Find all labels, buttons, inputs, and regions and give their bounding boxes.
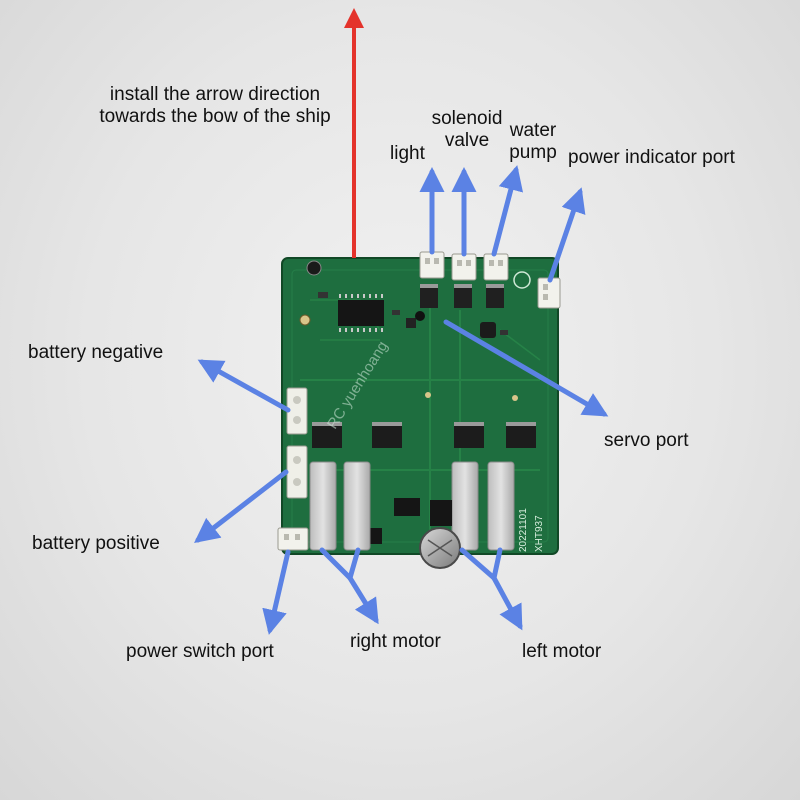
install-direction-label: install the arrow direction towards the … xyxy=(72,84,358,128)
install-direction-line2: towards the bow of the ship xyxy=(72,106,358,128)
right-motor-label: right motor xyxy=(350,631,441,653)
solenoid-line2: valve xyxy=(424,130,510,152)
left-motor-label: left motor xyxy=(522,641,601,663)
power-indicator-pointer-arrow xyxy=(550,192,580,280)
solenoid-valve-label: solenoid valve xyxy=(424,108,510,152)
battery-positive-pointer-arrow xyxy=(198,472,286,540)
water-pump-label: water pump xyxy=(500,120,566,164)
servo-port-label: servo port xyxy=(604,430,688,452)
solenoid-line1: solenoid xyxy=(424,108,510,130)
right-motor-pointer-arrow xyxy=(322,550,376,620)
light-connector xyxy=(420,252,444,278)
install-direction-line1: install the arrow direction xyxy=(72,84,358,106)
battery-positive-terminal xyxy=(287,446,307,498)
battery-negative-pointer-arrow xyxy=(202,362,288,410)
water-line2: pump xyxy=(500,142,566,164)
top-mosfets xyxy=(420,284,504,308)
battery-negative-label: battery negative xyxy=(28,342,163,364)
power-indicator-port-label: power indicator port xyxy=(568,147,735,169)
power-switch-pointer-arrow xyxy=(270,552,288,630)
light-label: light xyxy=(390,143,425,165)
pump-connector xyxy=(484,254,508,280)
battery-positive-label: battery positive xyxy=(32,533,160,555)
board-code-2: XHT937 xyxy=(534,515,545,552)
water-line1: water xyxy=(500,120,566,142)
left-motor-pointer-arrow xyxy=(462,550,520,626)
power-indicator-connector xyxy=(538,278,560,308)
power-switch-port-label: power switch port xyxy=(126,641,274,663)
power-switch-connector xyxy=(278,528,308,550)
board-code-1: 20221101 xyxy=(518,508,529,552)
pump-pointer-arrow xyxy=(494,170,516,254)
solenoid-connector xyxy=(452,254,476,280)
